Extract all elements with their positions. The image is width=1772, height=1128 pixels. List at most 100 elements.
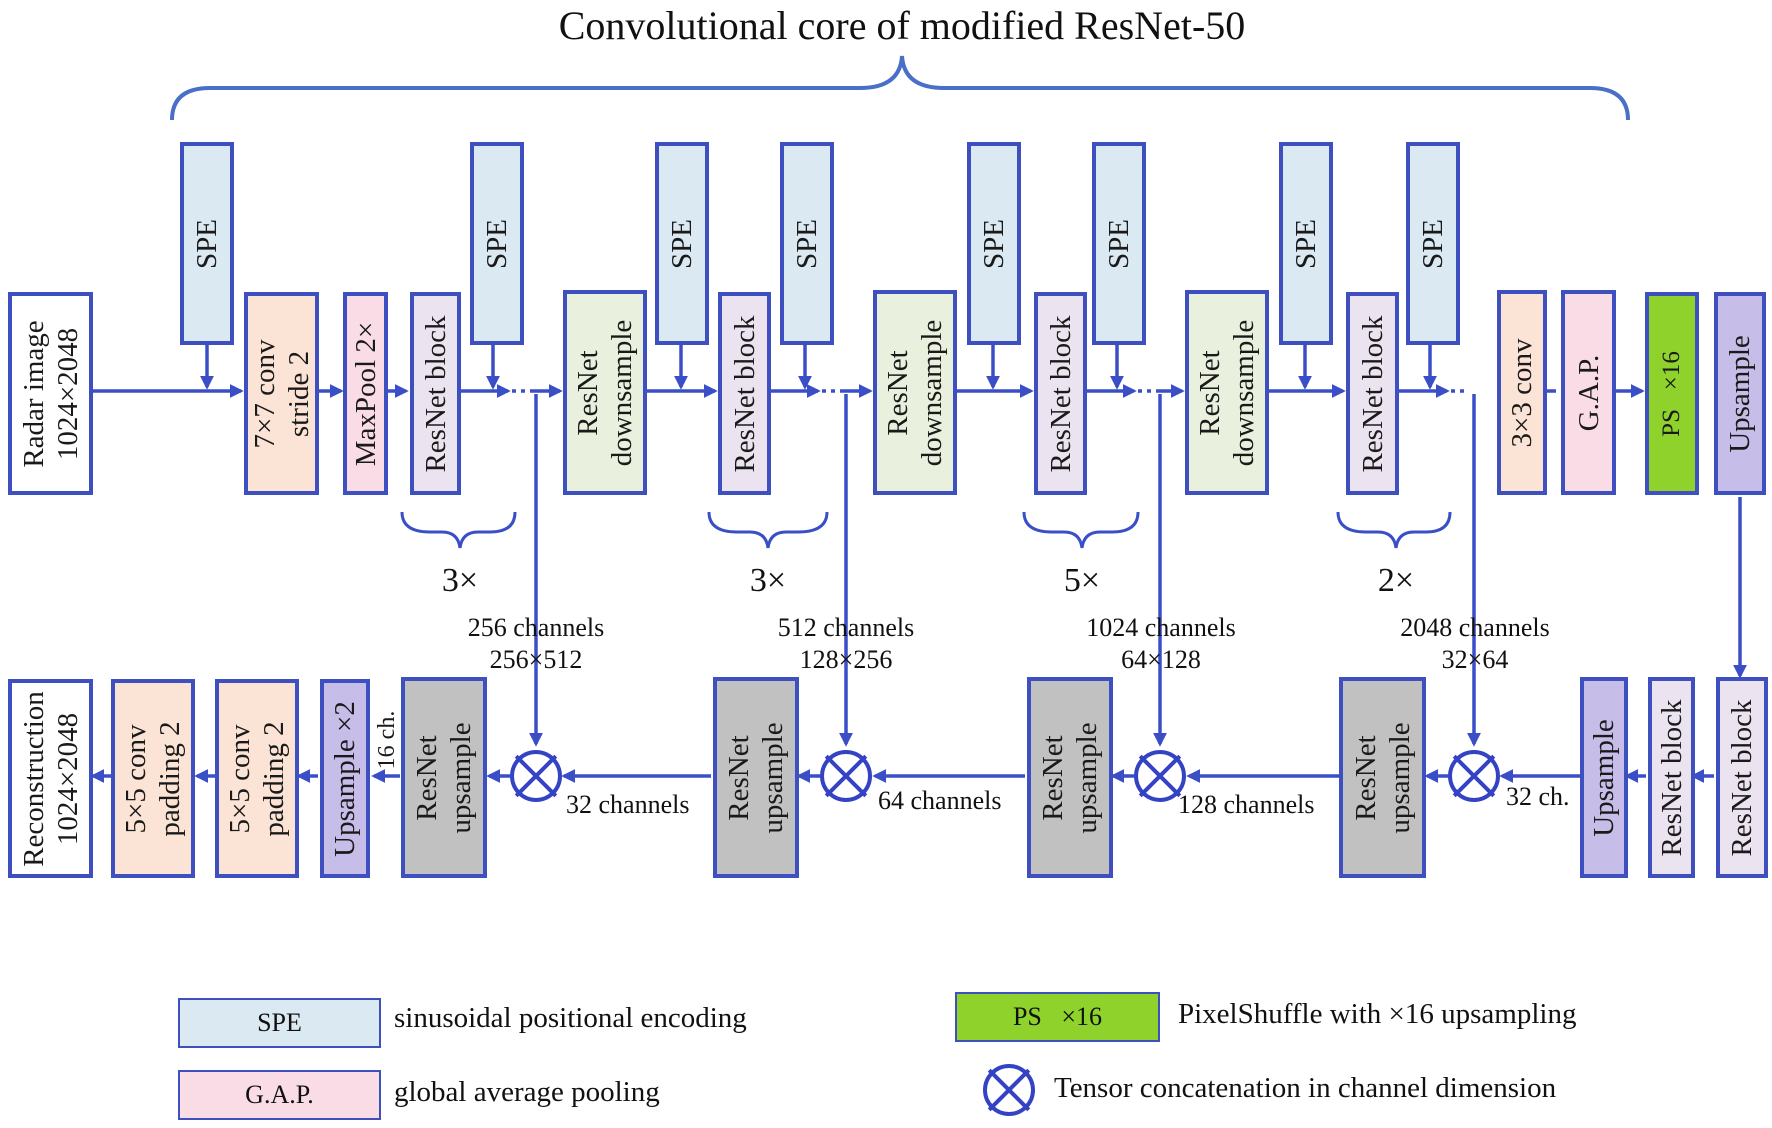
conv5-padding: padding 2 xyxy=(154,720,186,837)
concat-icon xyxy=(1448,750,1500,802)
spe-block: SPE xyxy=(780,142,834,345)
resnet-block-label: ResNet block xyxy=(1655,698,1688,857)
spe-block: SPE xyxy=(967,142,1021,345)
input-size: 1024×2048 xyxy=(51,327,84,460)
repeat-count: 5× xyxy=(1063,562,1101,599)
downsample-label: downsample xyxy=(1228,319,1260,466)
conv3-block: 3×3 conv xyxy=(1497,290,1547,495)
diagram-title: Convolutional core of modified ResNet-50 xyxy=(558,3,1246,48)
downsample-label: ResNet xyxy=(1194,349,1226,436)
spe-label: SPE xyxy=(978,218,1010,269)
decoder-resnet-block: ResNet block xyxy=(1716,677,1768,878)
spe-block: SPE xyxy=(1406,142,1460,345)
output-size: 1024×2048 xyxy=(51,712,84,845)
repeat-count: 3× xyxy=(749,562,787,599)
flow-channel-label: 64 channels xyxy=(878,786,1002,815)
downsample-label: ResNet xyxy=(882,349,914,436)
resnet-block-label: ResNet block xyxy=(1044,314,1077,473)
resnet-block-label: ResNet block xyxy=(728,314,761,473)
resnet-block: ResNet block xyxy=(410,292,461,495)
flow-channel-label: 16 ch. xyxy=(371,690,403,790)
conv5-label: 5×5 conv xyxy=(120,724,152,833)
skip-channels: 512 channels xyxy=(777,613,915,642)
skip-size: 64×128 xyxy=(1121,645,1201,674)
resnet-block: ResNet block xyxy=(1034,292,1087,495)
spe-label: SPE xyxy=(1290,218,1322,269)
concat-icon xyxy=(820,750,872,802)
legend-ps-swatch: PS ×16 xyxy=(955,992,1160,1042)
skip-channels-label: 1024 channels 64×128 xyxy=(1056,612,1266,676)
spe-label: SPE xyxy=(1103,218,1135,269)
flow-channel-label: 128 channels xyxy=(1178,790,1315,819)
input-label: Radar image xyxy=(17,319,50,468)
ps-factor: ×16 xyxy=(1658,350,1685,390)
legend-text: sinusoidal positional encoding xyxy=(394,1002,747,1034)
output-label: Reconstruction xyxy=(17,690,50,867)
spe-block: SPE xyxy=(180,142,234,345)
flow-channel-label: 32 ch. xyxy=(1506,782,1570,811)
skip-size: 256×512 xyxy=(489,645,583,674)
upsample-x2-block: Upsample ×2 xyxy=(320,679,370,878)
spe-block: SPE xyxy=(655,142,709,345)
conv7-stride: stride 2 xyxy=(282,350,315,437)
flow-channel-text: 16 ch. xyxy=(374,710,400,770)
conv5-padding: padding 2 xyxy=(258,720,290,837)
concat-icon xyxy=(1134,750,1186,802)
skip-size: 32×64 xyxy=(1441,645,1509,674)
conv3-label: 3×3 conv xyxy=(1506,338,1538,447)
spe-block: SPE xyxy=(1279,142,1333,345)
legend-spe-swatch: SPE xyxy=(178,998,381,1048)
downsample-label: downsample xyxy=(916,319,948,466)
concat-icon xyxy=(510,750,562,802)
conv5-label: 5×5 conv xyxy=(224,724,256,833)
skip-channels: 1024 channels xyxy=(1086,613,1236,642)
legend-gap-swatch: G.A.P. xyxy=(178,1070,381,1120)
downsample-label: downsample xyxy=(606,319,638,466)
legend-key: PS ×16 xyxy=(1012,1002,1103,1031)
resnet-upsample-label: upsample xyxy=(1383,721,1416,834)
legend-key: SPE xyxy=(257,1008,302,1037)
legend-text: global average pooling xyxy=(394,1076,660,1108)
upsample-label: Upsample xyxy=(1588,718,1620,837)
repeat-brace-3 xyxy=(1022,511,1140,549)
skip-channels-label: 2048 channels 32×64 xyxy=(1370,612,1580,676)
resnet-upsample-label: upsample xyxy=(445,721,477,834)
gap-label: G.A.P. xyxy=(1572,354,1605,431)
resnet-block-label: ResNet block xyxy=(1356,314,1389,473)
decoder-upsample-block: Upsample xyxy=(1580,677,1628,878)
resnet-upsample-label: upsample xyxy=(1071,721,1103,834)
spe-label: SPE xyxy=(791,218,823,269)
downsample-label: ResNet xyxy=(572,349,604,436)
legend-text: Tensor concatenation in channel dimensio… xyxy=(1054,1072,1557,1104)
spe-label: SPE xyxy=(191,218,223,269)
conv7-label: 7×7 conv xyxy=(248,339,281,448)
spe-block: SPE xyxy=(1092,142,1146,345)
skip-channels: 2048 channels xyxy=(1400,613,1550,642)
repeat-brace-1 xyxy=(400,511,517,549)
resnet-upsample-label: ResNet xyxy=(1037,734,1069,821)
repeat-brace-4 xyxy=(1336,511,1452,549)
ps-label: PS xyxy=(1658,408,1685,437)
maxpool-label: MaxPool 2× xyxy=(349,321,382,466)
flow-channel-label: 32 channels xyxy=(566,790,690,819)
resnet-block-label: ResNet block xyxy=(419,314,452,473)
gap-block: G.A.P. xyxy=(1561,290,1616,495)
encoder-brace xyxy=(170,55,1630,121)
upsample-x2-label: Upsample ×2 xyxy=(329,700,361,857)
upsample-label: Upsample xyxy=(1724,334,1756,453)
pixelshuffle-block: PS ×16 xyxy=(1645,292,1699,495)
maxpool-block: MaxPool 2× xyxy=(343,292,388,495)
resnet-block: ResNet block xyxy=(718,292,771,495)
spe-label: SPE xyxy=(666,218,698,269)
resnet-upsample-label: ResNet xyxy=(1349,734,1382,821)
